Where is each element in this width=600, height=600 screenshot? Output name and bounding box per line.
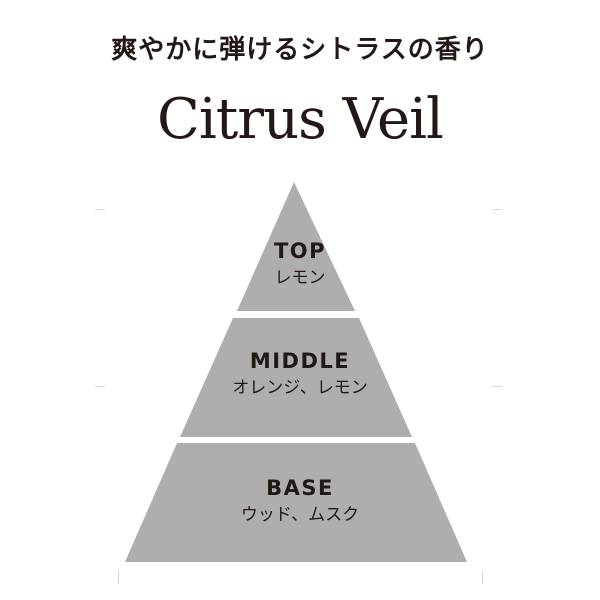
product-name: Citrus Veil [157,87,444,152]
top-note-label: TOP [273,239,327,263]
middle-note: MIDDLE オレンジ、レモン [0,348,600,400]
base-note-ingredients: ウッド、ムスク [240,505,360,525]
crop-mark [95,209,105,210]
crop-mark [118,570,119,584]
base-note-label: BASE [266,476,334,500]
crop-mark [492,386,502,387]
middle-note-ingredients: オレンジ、レモン [232,378,368,398]
tagline: 爽やかに弾けるシトラスの香り [111,35,489,65]
crop-mark [95,386,105,387]
crop-mark [482,570,483,584]
top-note: TOP レモン [0,238,600,290]
pyramid-base-tier [125,443,467,562]
top-note-ingredients: レモン [274,268,326,288]
pyramid-middle-tier [180,318,412,437]
middle-note-label: MIDDLE [249,349,351,373]
pyramid-top-tier [237,182,355,311]
crop-mark [492,209,502,210]
base-note: BASE ウッド、ムスク [0,475,600,527]
